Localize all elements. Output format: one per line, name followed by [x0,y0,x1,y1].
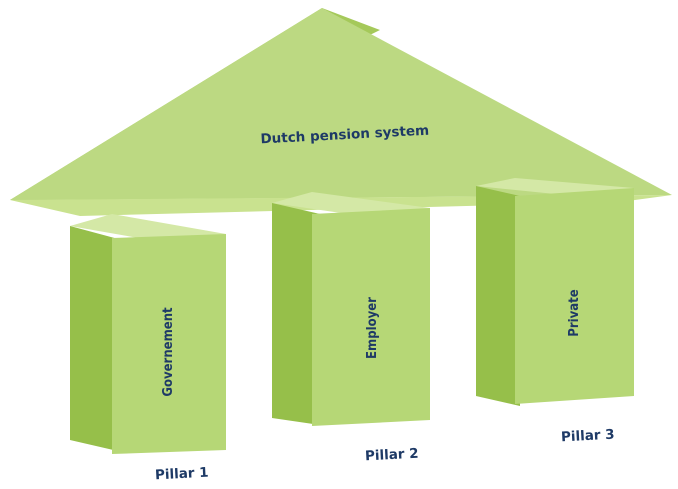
pillar-2-front [312,208,430,426]
pillar-3-front [515,188,634,404]
pillar-3-left-side [476,186,520,406]
pillar-3-label: Private [567,289,582,336]
roof-front-face [10,8,672,200]
pillar-1-label: Governement [161,307,176,397]
pillar-2-label: Employer [365,297,380,359]
pillar-1-front [112,234,226,454]
pillar-2: Employer Pillar 2 [272,192,430,464]
pillar-2-left-side [272,203,320,425]
pillar-1-left-side [70,226,122,452]
pillar-1: Governement Pillar 1 [70,214,226,483]
pillar-3: Private Pillar 3 [476,178,634,445]
pillar-1-caption: Pillar 1 [155,465,209,484]
pillar-3-caption: Pillar 3 [561,427,615,446]
pillar-2-caption: Pillar 2 [365,446,419,465]
